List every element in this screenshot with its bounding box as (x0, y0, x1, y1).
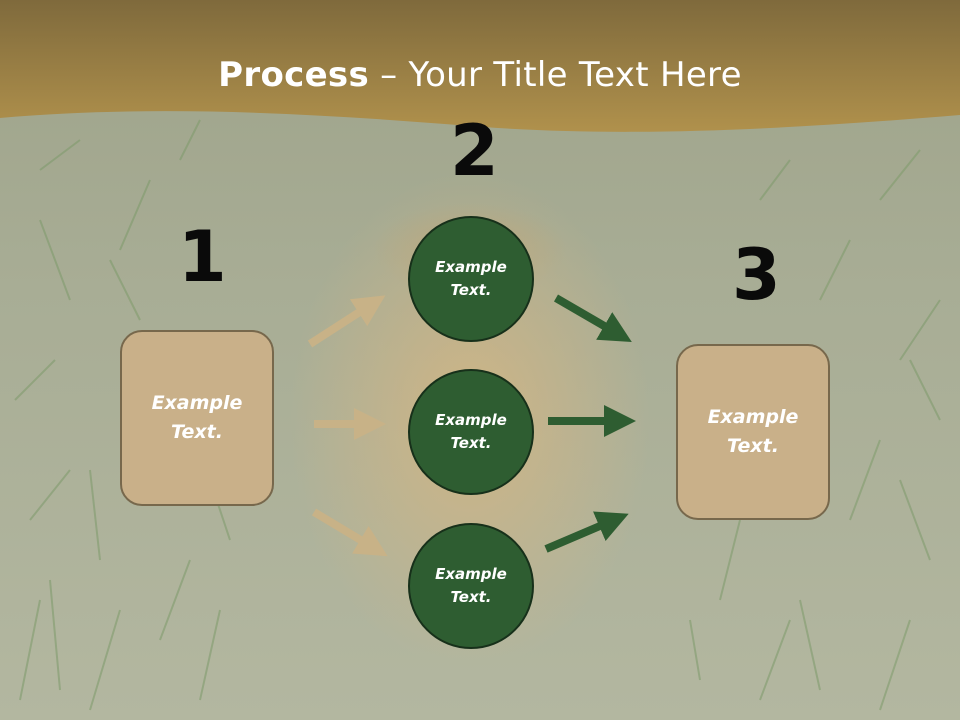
circle-bottom-line2: Text. (450, 588, 492, 606)
circle-top-line2: Text. (450, 281, 492, 299)
arrow-bottom-to-right (544, 511, 629, 553)
left-box-line2: Text. (171, 421, 223, 443)
slide-title: Process – Your Title Text Here (0, 52, 960, 98)
left-box-line1: Example (151, 392, 243, 414)
step-number-1: 1 (178, 216, 227, 298)
title-bold: Process (218, 55, 370, 95)
right-box-line1: Example (707, 406, 799, 428)
arrow-left-to-top (307, 295, 386, 348)
step-number-2: 2 (450, 110, 499, 192)
circle-middle-line2: Text. (450, 434, 492, 452)
circle-bottom-line1: Example (435, 565, 507, 583)
circle-top-line1: Example (435, 258, 507, 276)
arrow-top-to-right (553, 294, 632, 343)
arrow-left-to-bottom (311, 508, 388, 557)
right-box-line2: Text. (727, 435, 779, 457)
title-banner (0, 0, 960, 132)
title-rest: – Your Title Text Here (369, 55, 742, 95)
step-number-3: 3 (732, 234, 781, 316)
circle-middle-line1: Example (435, 411, 507, 429)
